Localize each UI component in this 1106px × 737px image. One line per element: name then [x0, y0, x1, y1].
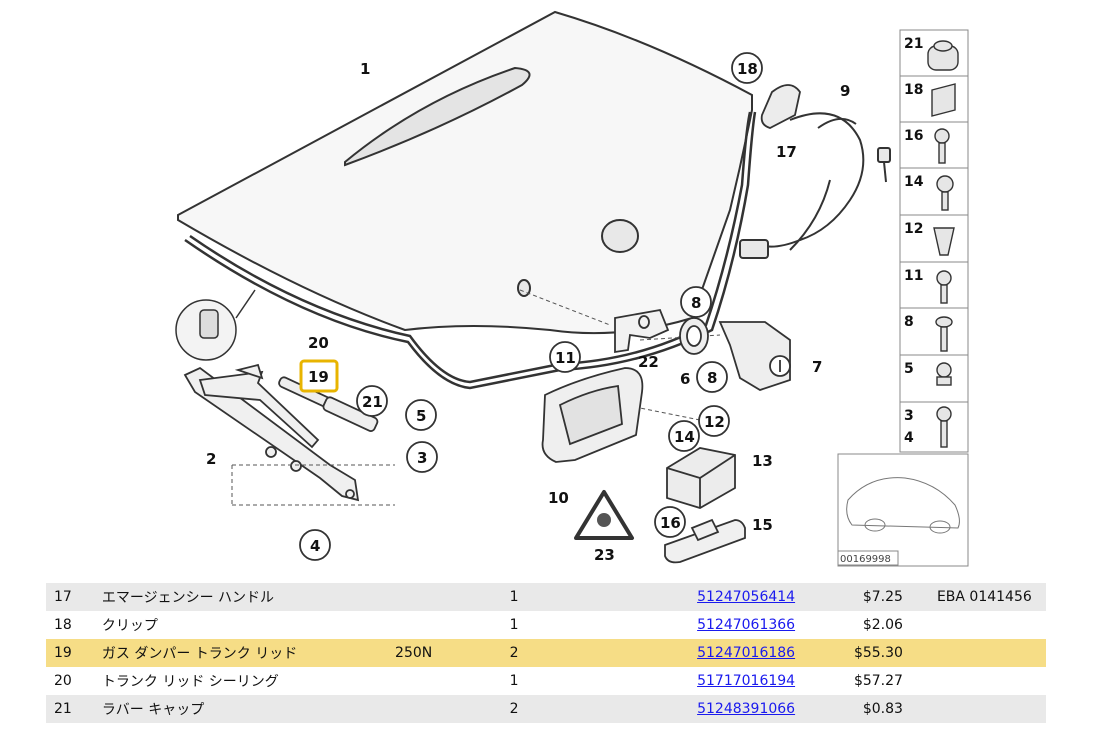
part-description: ガス ダンパー トランク リッド [101, 639, 396, 667]
panel-label-3: 3 [904, 408, 914, 424]
panel-label-5: 5 [904, 361, 914, 377]
part-spec: 250N [395, 639, 510, 667]
panel-label-18: 18 [904, 82, 923, 98]
callout-21: 21 [362, 393, 383, 411]
part-quantity: 1 [509, 583, 698, 611]
emergency-handle [541, 367, 644, 463]
part-spec [395, 667, 510, 695]
part-description: トランク リッド シーリング [101, 667, 396, 695]
callout-3: 3 [417, 449, 427, 467]
part-note: EBA 0141456 [936, 583, 1046, 611]
panel-label-4: 4 [904, 430, 914, 446]
callout-13: 13 [752, 452, 773, 470]
highlight-box-19 [299, 359, 339, 393]
part-price: $55.30 [824, 639, 937, 667]
part-spec [395, 583, 510, 611]
part-number-link[interactable]: 51247016186 [697, 645, 796, 661]
part-number-link[interactable]: 51247061366 [697, 617, 796, 633]
part-description: クリップ [101, 611, 396, 639]
part-price: $2.06 [824, 611, 937, 639]
callout-16: 16 [660, 514, 681, 532]
panel-label-21: 21 [904, 36, 923, 52]
callout-4: 4 [310, 537, 320, 555]
panel-label-16: 16 [904, 128, 923, 144]
release-cable [739, 112, 891, 259]
row-number: 19 [46, 639, 102, 667]
latch-unit [666, 447, 736, 509]
parts-table: 17 エマージェンシー ハンドル 1 51247056414 $7.25 EBA… [46, 583, 1046, 723]
part-note [936, 611, 1046, 639]
hinge-assembly [183, 363, 360, 502]
callout-14: 14 [674, 428, 695, 446]
table-row-highlighted[interactable]: 19 ガス ダンパー トランク リッド 250N 2 51247016186 $… [46, 639, 1046, 667]
part-quantity: 2 [509, 695, 698, 723]
callout-19: 19 [308, 368, 329, 386]
part-note [936, 639, 1046, 667]
row-number: 17 [46, 583, 102, 611]
seal-detail [175, 289, 256, 361]
part-price: $57.27 [824, 667, 937, 695]
fastener-panel [899, 29, 969, 453]
callout-17: 17 [776, 143, 797, 161]
part-number-link[interactable]: 51248391066 [697, 701, 796, 717]
part-spec [395, 695, 510, 723]
callout-12: 12 [704, 413, 725, 431]
part-quantity: 1 [509, 667, 698, 695]
callout-2: 2 [206, 450, 216, 468]
part-description: エマージェンシー ハンドル [101, 583, 396, 611]
part-description: ラバー キャップ [101, 695, 396, 723]
callout-6: 6 [680, 370, 690, 388]
part-spec [395, 611, 510, 639]
part-note [936, 695, 1046, 723]
trunk-lid [177, 10, 753, 335]
part-quantity: 2 [509, 639, 698, 667]
table-row[interactable]: 17 エマージェンシー ハンドル 1 51247056414 $7.25 EBA… [46, 583, 1046, 611]
callout-22: 22 [638, 353, 659, 371]
callout-10: 10 [548, 489, 569, 507]
callout-1: 1 [360, 60, 370, 78]
callout-23: 23 [594, 546, 615, 564]
panel-label-14: 14 [904, 174, 924, 190]
part-note [936, 667, 1046, 695]
parts-diagram: 00169998 1 18 9 17 8 7 6 8 22 20 19 21 5… [175, 10, 969, 567]
car-thumb-code: 00169998 [840, 554, 891, 565]
callout-8-top: 8 [691, 294, 701, 312]
part-number-link[interactable]: 51247056414 [697, 589, 796, 605]
callout-5: 5 [416, 407, 426, 425]
car-thumbnail [837, 453, 969, 567]
table-row[interactable]: 18 クリップ 1 51247061366 $2.06 [46, 611, 1046, 639]
emergency-handle-part [760, 84, 801, 129]
part-price: $0.83 [824, 695, 937, 723]
part-number-link[interactable]: 51717016194 [697, 673, 796, 689]
panel-label-8: 8 [904, 314, 914, 330]
callout-8-bottom: 8 [707, 369, 717, 387]
row-number: 18 [46, 611, 102, 639]
panel-label-12: 12 [904, 221, 923, 237]
callout-15: 15 [752, 516, 773, 534]
callout-9: 9 [840, 82, 850, 100]
row-number: 20 [46, 667, 102, 695]
part-price: $7.25 [824, 583, 937, 611]
callout-7: 7 [812, 358, 822, 376]
lock-cylinder [679, 317, 791, 391]
part-quantity: 1 [509, 611, 698, 639]
callout-circles [299, 52, 763, 561]
panel-label-11: 11 [904, 268, 923, 284]
warning-label [574, 490, 634, 540]
table-row[interactable]: 21 ラバー キャップ 2 51248391066 $0.83 [46, 695, 1046, 723]
callout-20: 20 [308, 334, 329, 352]
callout-11: 11 [555, 349, 576, 367]
lock-bracket [614, 308, 670, 354]
pull-handle [664, 518, 746, 564]
table-row[interactable]: 20 トランク リッド シーリング 1 51717016194 $57.27 [46, 667, 1046, 695]
row-number: 21 [46, 695, 102, 723]
callout-18: 18 [737, 60, 758, 78]
